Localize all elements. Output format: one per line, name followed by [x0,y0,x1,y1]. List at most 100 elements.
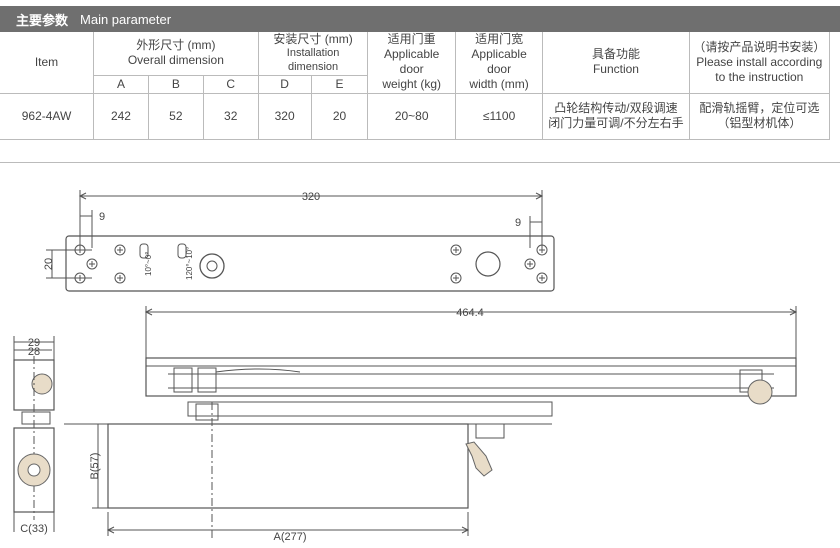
front-view [64,306,798,540]
dim-28: 28 [28,346,40,358]
cell-weight: 20~80 [367,92,456,140]
cell-a: 242 [93,92,149,140]
header-col-b: B [147,74,204,94]
arrow [789,308,798,316]
cell-note-1: 配滑轨摇臂，定位可选 [699,101,820,115]
section-header: 主要参数 Main parameter [0,6,840,32]
parameter-table: Item 外形尺寸 (mm) Overall dimension 安装尺寸 (m… [0,32,831,140]
screw-hole [524,258,536,270]
arrow [106,526,115,534]
header-note-en-1: Please install according [696,54,823,69]
adjust-label-1: 10°~0° [144,252,153,276]
header-col-a: A [93,74,149,94]
screw-hole [74,272,86,284]
arrow [144,308,153,316]
header-function-en: Function [592,62,639,77]
dim-464: 464.4 [456,307,484,319]
header-function-zh: 具备功能 [591,47,640,62]
rail-gear [747,379,773,405]
rail-block-left-2 [197,367,217,393]
cell-b: 52 [147,92,204,140]
header-col-e: E [310,74,369,94]
gear-housing [475,423,505,439]
adjust-dial [475,251,501,277]
cell-item: 962-4AW [0,92,95,140]
header-width-en-1: Applicable door [471,47,527,77]
dim-9-left: 9 [99,211,105,223]
cell-note-2: （铝型材机体） [717,116,802,130]
header-weight: 适用门重 Applicable door weight (kg) [367,32,456,94]
header-overall: 外形尺寸 (mm) Overall dimension [93,32,259,76]
dim-320: 320 [302,191,320,203]
closer-body [107,423,469,509]
pinion-inner [206,260,218,272]
arm-profile [21,411,51,425]
screw-hole [114,244,126,256]
dim-b: B(57) [89,453,101,480]
header-function: 具备功能 Function [542,32,690,94]
pinion-outer [199,253,225,279]
side-gear-top [31,373,53,395]
table-divider [0,162,840,163]
header-width-en-2: width (mm) [469,77,529,92]
dim-29: 29 [28,337,40,349]
screw-hole [450,272,462,284]
header-note: （请按产品说明书安装） Please install according to … [688,32,831,94]
dim-a: A(277) [273,531,306,543]
gear-teeth-right [465,441,493,477]
header-width-zh: 适用门宽 [475,32,524,47]
slide-rail [145,357,797,397]
technical-drawing: 320 9 9 20 10°~0° 120°~10° [13,190,798,543]
header-note-zh: （请按产品说明书安装） [693,39,826,54]
arrow [461,526,470,534]
header-col-c: C [202,74,259,94]
side-gear [17,453,51,487]
rail-block-left [173,367,193,393]
cell-width: ≤1100 [454,92,544,140]
header-install-zh: 安装尺寸 (mm) [273,32,353,46]
screw-hole [86,258,98,270]
adjust-label-2: 120°~10° [185,247,194,280]
side-gear-hub [27,463,41,477]
cell-function-2: 闭门力量可调/不分左右手 [548,116,684,130]
valve-screw-2 [177,243,187,259]
arrow [535,192,544,200]
screw-marks [77,247,545,281]
cell-function-1: 凸轮结构传动/双段调速 [554,101,678,115]
mounting-plate-top-view [46,190,555,292]
cell-e: 20 [310,92,369,140]
table-row: 962-4AW 242 52 32 320 20 20~80 ≤1100 凸轮结… [0,92,831,140]
arm-bar [187,401,553,417]
dim-20: 20 [43,258,55,270]
header-weight-en-2: weight (kg) [382,77,442,92]
header-note-en-2: to the instruction [715,69,804,84]
section-title-zh: 主要参数 [16,12,69,28]
cell-c: 32 [202,92,259,140]
plate-outline [65,235,555,292]
header-install: 安装尺寸 (mm) Installation dimension [257,32,369,76]
header-overall-en: Overall dimension [127,53,224,68]
screw-hole [450,244,462,256]
screw-hole [74,244,86,256]
dim-c: C(33) [20,523,48,535]
dim-9-right: 9 [515,217,521,229]
header-item: Item [0,32,95,94]
arrow [78,192,87,200]
header-width: 适用门宽 Applicable door width (mm) [454,32,544,94]
cell-note: 配滑轨摇臂，定位可选 （铝型材机体） [688,92,831,140]
valve-screw-1 [139,243,149,259]
screw-hole [536,272,548,284]
header-weight-zh: 适用门重 [387,32,436,47]
screw-hole [114,272,126,284]
header-overall-zh: 外形尺寸 (mm) [136,38,216,53]
gear-detail [31,373,773,477]
arm-connector [195,403,219,421]
section-title-en: Main parameter [80,11,172,27]
spring [215,368,301,373]
side-view [13,336,55,532]
header-col-d: D [257,74,312,94]
screw-hole [536,244,548,256]
cell-d: 320 [257,92,312,140]
header-weight-en-1: Applicable door [383,47,440,77]
header-install-en: Installation dimension [286,47,340,73]
